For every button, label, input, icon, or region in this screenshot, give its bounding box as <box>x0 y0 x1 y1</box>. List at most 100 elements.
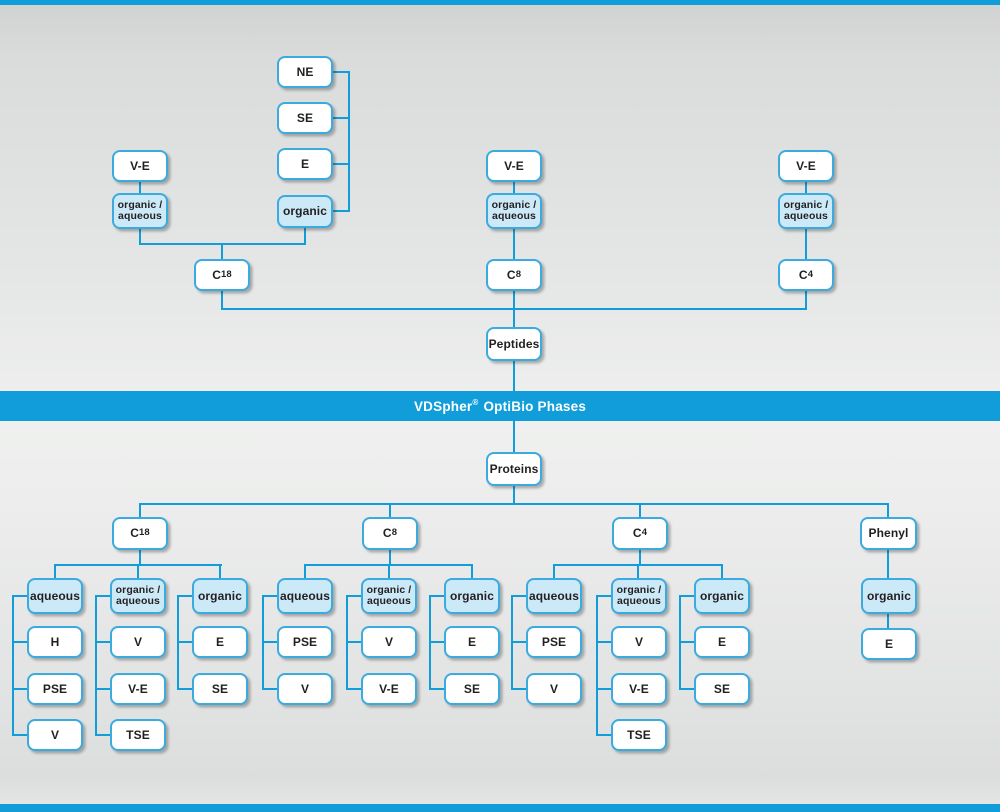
connector-line <box>805 181 807 195</box>
pro-c4-organic: organic <box>694 578 750 614</box>
pro-c4-aqueous-mode-pse: PSE <box>526 626 582 658</box>
title-banner: VDSpher® OptiBio Phases <box>0 391 1000 421</box>
connector-line <box>553 564 723 566</box>
connector-line <box>429 641 446 643</box>
pro-c4-organic-mode-se: SE <box>694 673 750 705</box>
connector-line <box>596 595 598 736</box>
pro-c18-organic-aqueous: organic / aqueous <box>110 578 166 614</box>
node-peptides: Peptides <box>486 327 542 361</box>
connector-line <box>389 505 391 518</box>
connector-line <box>333 71 350 73</box>
pro-c8-organic-mode-se: SE <box>444 673 500 705</box>
pep-c8-organic-aqueous: organic / aqueous <box>486 193 542 229</box>
connector-line <box>139 550 141 565</box>
pro-c8-aqueous-mode-v: V <box>277 673 333 705</box>
pro-c4-organic-mode-e: E <box>694 626 750 658</box>
pro-c4-organic-aqueous: organic / aqueous <box>611 578 667 614</box>
connector-line <box>139 229 141 245</box>
pep-c8-ve: V-E <box>486 150 542 182</box>
pro-c8-organic-aqueous-mode-ve: V-E <box>361 673 417 705</box>
connector-line <box>95 688 112 690</box>
connector-line <box>221 291 223 310</box>
pro-c8-aqueous: aqueous <box>277 578 333 614</box>
connector-line <box>139 503 889 505</box>
connector-line <box>139 505 141 518</box>
connector-line <box>805 291 807 310</box>
connector-line <box>348 71 350 212</box>
pep-organic-mode-ne: NE <box>277 56 333 88</box>
pro-c8-organic-mode-e: E <box>444 626 500 658</box>
connector-line <box>262 688 279 690</box>
node-proteins: Proteins <box>486 452 542 486</box>
pep-c4-ve: V-E <box>778 150 834 182</box>
connector-line <box>639 505 641 518</box>
connector-line <box>262 595 279 597</box>
connector-line <box>805 229 807 260</box>
connector-line <box>679 641 696 643</box>
connector-line <box>887 550 889 579</box>
pro-c4-aqueous: aqueous <box>526 578 582 614</box>
connector-line <box>511 595 528 597</box>
connector-line <box>177 688 194 690</box>
connector-line <box>304 228 306 245</box>
pro-column-phenyl: Phenyl <box>860 517 917 550</box>
pro-c18-organic-aqueous-mode-ve: V-E <box>110 673 166 705</box>
pep-c18-ve: V-E <box>112 150 168 182</box>
connector-line <box>12 688 29 690</box>
connector-line <box>95 641 112 643</box>
connector-line <box>12 641 29 643</box>
connector-line <box>95 595 97 736</box>
connector-line <box>596 688 613 690</box>
pep-c18-organic: organic <box>277 195 333 228</box>
title-banner-label: VDSpher® OptiBio Phases <box>413 398 587 414</box>
connector-line <box>346 595 363 597</box>
pro-c4-aqueous-mode-v: V <box>526 673 582 705</box>
connector-line <box>596 641 613 643</box>
connector-line <box>304 564 473 566</box>
pro-c4-organic-aqueous-mode-v: V <box>611 626 667 658</box>
pep-c4-organic-aqueous: organic / aqueous <box>778 193 834 229</box>
connector-line <box>54 566 56 579</box>
connector-line <box>219 566 221 579</box>
connector-line <box>513 229 515 260</box>
connector-line <box>389 550 391 565</box>
connector-line <box>54 564 222 566</box>
pep-c18-organic-aqueous: organic / aqueous <box>112 193 168 229</box>
connector-line <box>513 308 807 310</box>
connector-line <box>388 566 390 579</box>
connector-line <box>221 308 515 310</box>
connector-line <box>679 688 696 690</box>
pro-c18-aqueous-mode-pse: PSE <box>27 673 83 705</box>
connector-line <box>513 421 515 453</box>
pro-c8-organic-aqueous-mode-v: V <box>361 626 417 658</box>
pro-c18-organic-aqueous-mode-v: V <box>110 626 166 658</box>
connector-line <box>221 243 223 260</box>
connector-line <box>177 595 194 597</box>
connector-line <box>637 566 639 579</box>
top-border-strip <box>0 0 1000 5</box>
pep-organic-mode-se: SE <box>277 102 333 134</box>
pro-c4-organic-aqueous-mode-ve: V-E <box>611 673 667 705</box>
connector-line <box>333 163 350 165</box>
connector-line <box>304 566 306 579</box>
pro-c18-organic-mode-e: E <box>192 626 248 658</box>
connector-line <box>596 734 613 736</box>
pro-c8-organic: organic <box>444 578 500 614</box>
pro-c18-aqueous: aqueous <box>27 578 83 614</box>
connector-line <box>262 641 279 643</box>
connector-line <box>553 566 555 579</box>
pro-c8-aqueous-mode-pse: PSE <box>277 626 333 658</box>
bottom-border-strip <box>0 804 1000 812</box>
connector-line <box>137 566 139 579</box>
connector-line <box>12 734 29 736</box>
connector-line <box>721 566 723 579</box>
pro-c18-organic-mode-se: SE <box>192 673 248 705</box>
pro-c18-aqueous-mode-h: H <box>27 626 83 658</box>
connector-line <box>429 595 446 597</box>
pro-c18-organic: organic <box>192 578 248 614</box>
connector-line <box>639 550 641 565</box>
